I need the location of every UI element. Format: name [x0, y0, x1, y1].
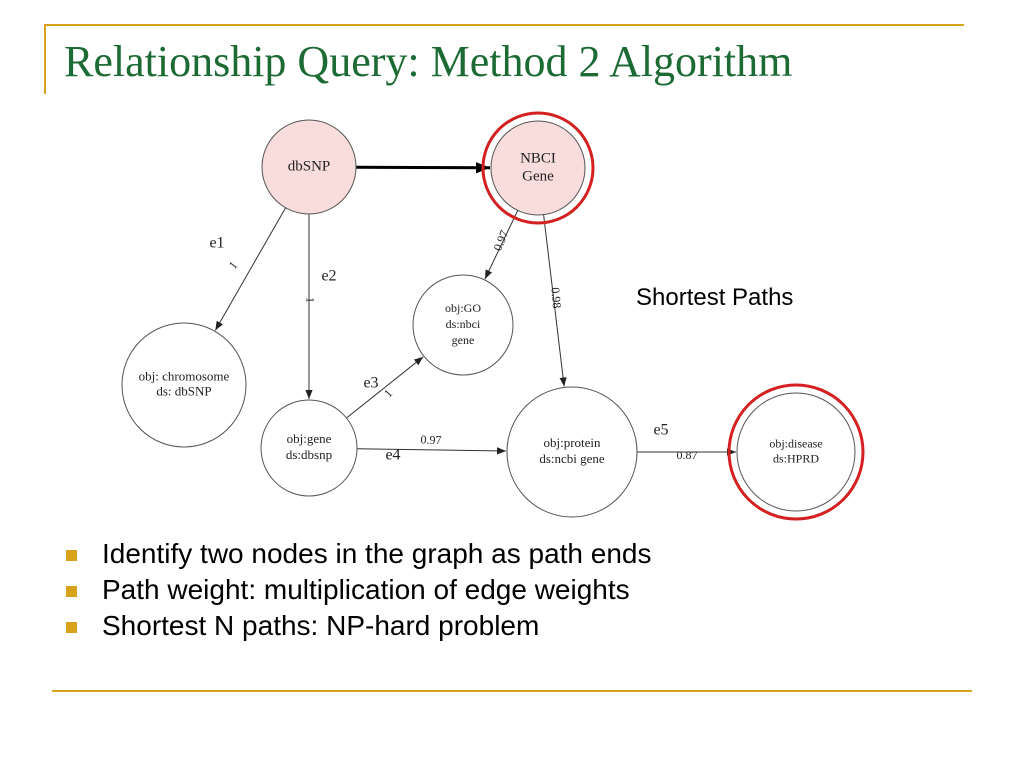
- node-dbsnp-circle: [261, 119, 357, 215]
- bullet-text: Path weight: multiplication of edge weig…: [102, 574, 630, 605]
- bullet-text: Identify two nodes in the graph as path …: [102, 538, 652, 569]
- bullet-text: Shortest N paths: NP-hard problem: [102, 610, 540, 641]
- edge-e4-weight: 0.97: [420, 432, 441, 447]
- node-ncbi-gene-label: NBCI: [520, 150, 556, 166]
- edge-e5-weight: 0.87: [677, 448, 698, 462]
- edge-e3-weight: 1: [381, 386, 395, 400]
- edge-ncbi-protein-weight: 0.98: [548, 287, 564, 309]
- node-disease-label: ds:HPRD: [773, 451, 819, 465]
- edge-ncbi-go-weight: 0.97: [490, 228, 511, 253]
- bullet-item: Path weight: multiplication of edge weig…: [66, 572, 652, 608]
- node-protein-label: obj:protein: [543, 435, 601, 450]
- edge-e2-name: e2: [321, 268, 336, 285]
- bullet-square-icon: [66, 586, 77, 597]
- node-protein-label: ds:ncbi gene: [539, 451, 605, 466]
- node-gene-label: obj:gene: [287, 431, 332, 446]
- edge-e1-line: [214, 207, 287, 331]
- bullet-square-icon: [66, 622, 77, 633]
- edge-e4-line: [356, 447, 507, 455]
- node-ncbi-gene-highlight-ring: [481, 111, 595, 225]
- frame-bottom-line: [52, 690, 972, 692]
- bullet-item: Shortest N paths: NP-hard problem: [66, 608, 652, 644]
- node-chromosome-label: obj: chromosome: [139, 368, 230, 383]
- node-go-circle: [412, 274, 514, 376]
- slide-title: Relationship Query: Method 2 Algorithm: [64, 37, 793, 86]
- frame-top-line: [46, 24, 964, 26]
- node-dbsnp: dbSNP: [261, 119, 357, 215]
- node-disease-circle: [736, 392, 856, 512]
- node-disease-label: obj:disease: [769, 436, 822, 450]
- node-gene-label: ds:dbsnp: [286, 447, 332, 462]
- edge-e4-name: e4: [385, 447, 400, 464]
- shortest-paths-caption: Shortest Paths: [636, 284, 794, 311]
- node-protein-circle: [506, 386, 638, 518]
- edge-e2-weight: 1: [303, 297, 317, 303]
- node-ncbi-gene-label: Gene: [522, 168, 554, 184]
- node-dbsnp-label: dbSNP: [288, 158, 331, 174]
- edge-e5-name: e5: [653, 422, 668, 439]
- frame-left-line: [44, 24, 46, 94]
- edge-ncbi-go-line: [484, 210, 519, 280]
- node-ncbi-gene-circle: [490, 120, 586, 216]
- bullet-item: Identify two nodes in the graph as path …: [66, 536, 652, 572]
- bullet-square-icon: [66, 550, 77, 561]
- edge-e1-weight: 1: [226, 259, 241, 272]
- node-gene-circle: [260, 399, 358, 497]
- node-go-label: gene: [452, 333, 475, 347]
- node-disease-highlight-ring: [727, 383, 865, 521]
- edge-e3-name: e3: [363, 375, 378, 392]
- edge-e1-name: e1: [209, 235, 224, 252]
- edge-e3-line: [346, 356, 424, 419]
- edge-dbsnp-ncbi-line: [355, 162, 491, 174]
- node-go-label: obj:GO: [445, 301, 481, 315]
- edge-ncbi-protein-line: [543, 214, 567, 387]
- node-go-label: ds:nbci: [446, 317, 481, 331]
- node-chromosome-circle: [121, 322, 247, 448]
- node-go: obj:GO ds:nbci gene: [412, 274, 514, 376]
- bullet-list: Identify two nodes in the graph as path …: [66, 536, 652, 644]
- node-ncbi-gene: NBCI Gene: [481, 111, 595, 225]
- node-chromosome-label: ds: dbSNP: [156, 383, 211, 398]
